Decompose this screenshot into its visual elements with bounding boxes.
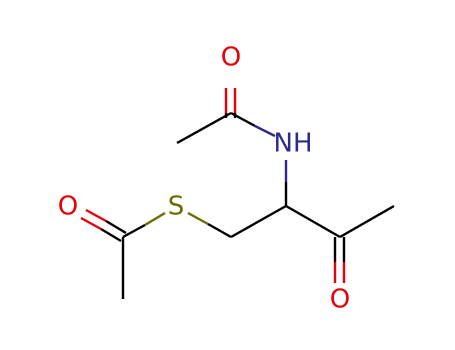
bond-c-n-a [230,111,256,128]
bond-ch2-s-a [207,222,232,239]
atom-nitrogen: NH [274,129,313,159]
bond-thio-co-b [80,216,102,231]
atom-oxygen-thioester: O [58,192,78,222]
bond-s-c-a [144,211,166,227]
atom-oxygen-amide: O [221,43,241,73]
bond-c-n-b [254,124,276,138]
bond-ch2-s-b [187,211,209,226]
bond-thio-co-c [105,219,127,235]
bond-ch-ch2 [230,204,287,239]
bond-ketone-methyl [339,204,395,239]
atom-oxygen-ketone: O [330,285,350,315]
bond-thio-co-d [85,208,107,223]
atom-sulfur: S [168,192,185,222]
bond-s-c-b [122,223,146,239]
bond-ch-ketone-c [285,204,341,239]
bond-acetyl-methyl [176,111,232,145]
bond-thio-co-a [100,227,122,243]
